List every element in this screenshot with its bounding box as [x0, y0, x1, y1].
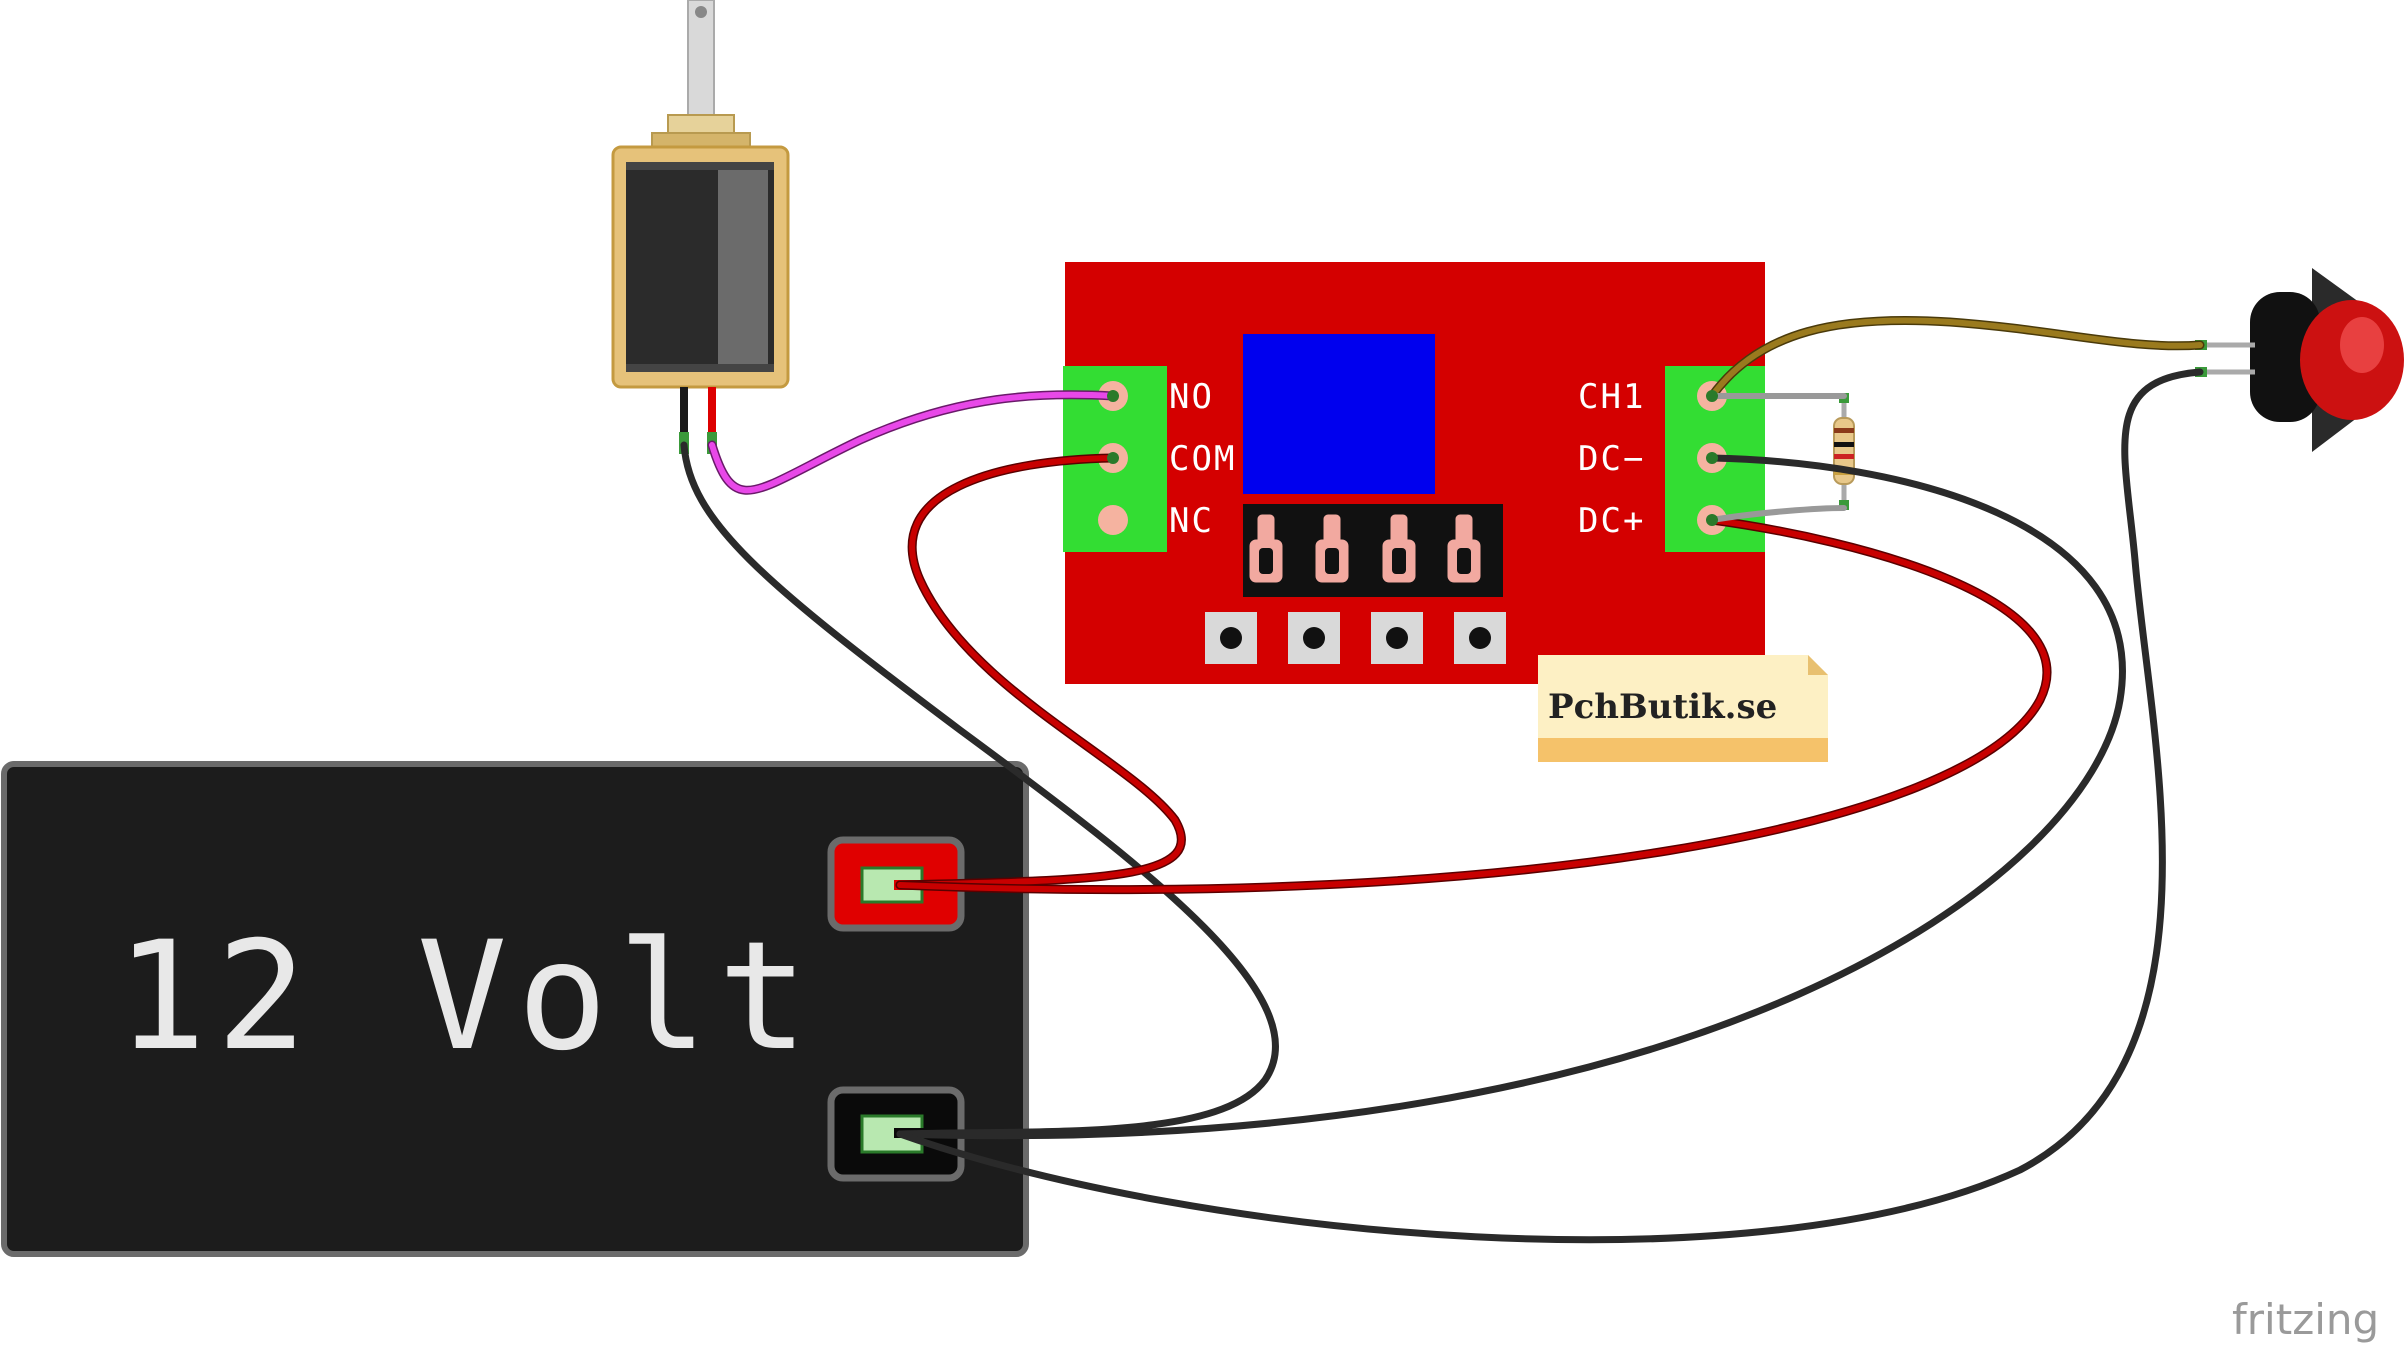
pin-label-no: NO: [1169, 377, 1214, 417]
pin-label-nc: NC: [1169, 501, 1214, 541]
wire-pink-solenoid-no: [707, 390, 1118, 495]
push-button: [2195, 268, 2404, 452]
board-pushbuttons: [1205, 612, 1506, 664]
battery-body: [1, 761, 1029, 1257]
wire-black-solenoid-negative: [680, 441, 1279, 1138]
solenoid: [611, 0, 790, 454]
wire-grey-resistor-dcplus: [1709, 505, 1847, 523]
brand-label: PchButik.se: [1548, 687, 1777, 727]
resistor: [1833, 393, 1855, 510]
pin-label-com: COM: [1169, 439, 1236, 479]
brand-tag: PchButik.se: [1538, 655, 1828, 762]
wire-black-dcminus-negative: [896, 454, 2126, 1140]
pin-label-dc-plus: DC+: [1578, 501, 1645, 541]
pin-label-ch1: CH1: [1578, 377, 1645, 417]
battery-12v: 12 Volt: [1, 761, 1029, 1257]
fritzing-watermark: fritzing: [2232, 1295, 2379, 1344]
pin-label-dc-minus: DC−: [1578, 439, 1645, 479]
solenoid-plunger: [687, 0, 715, 121]
battery-label: 12 Volt: [116, 910, 818, 1084]
wire-brown-ch1-button: [1707, 315, 2205, 401]
relay-module: NO COM NC CH1 DC− DC+: [1063, 262, 1765, 684]
wire-black-button-negative: [896, 368, 2204, 1244]
wires: [680, 315, 2205, 1244]
relay-body: [1243, 334, 1435, 494]
